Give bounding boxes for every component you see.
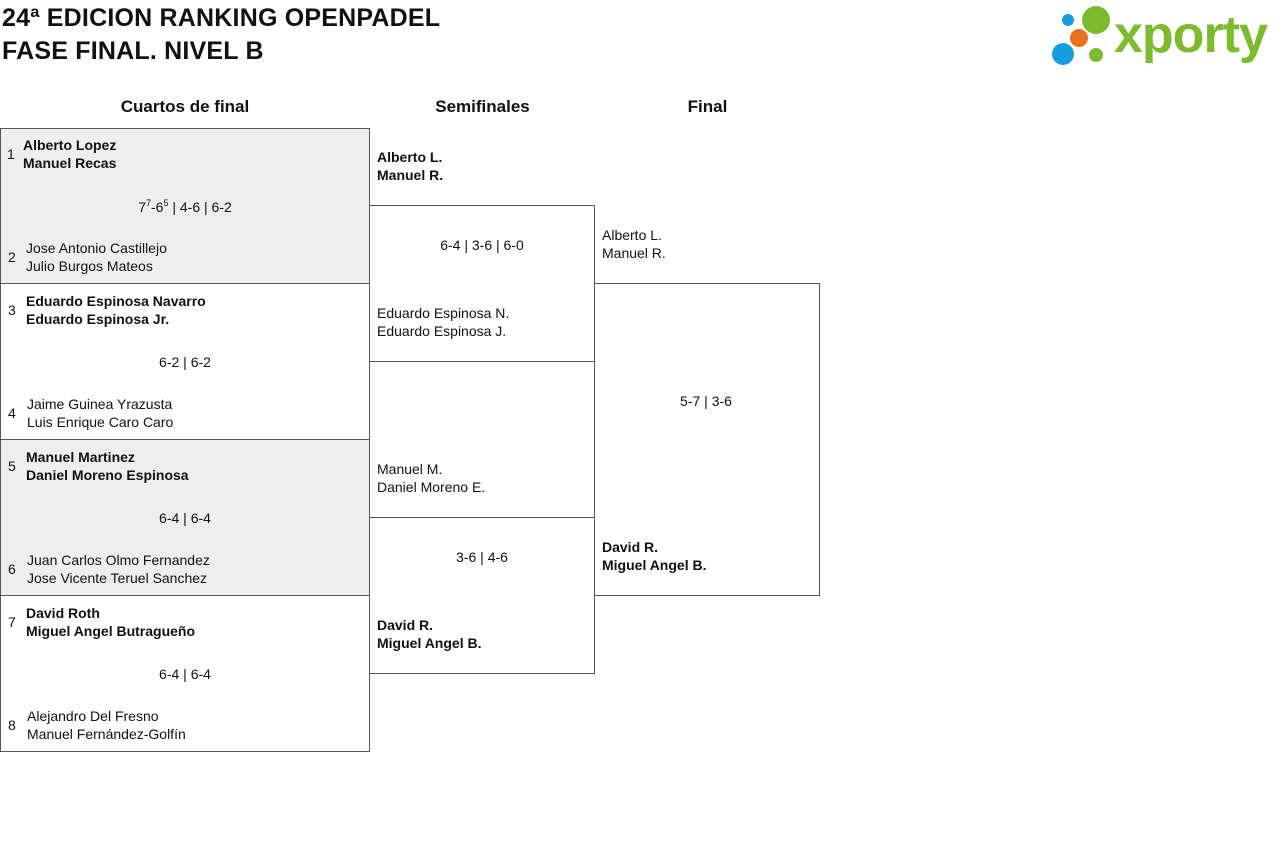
player-name: Jose Antonio Castillejo — [26, 240, 167, 256]
player-name: Julio Burgos Mateos — [26, 258, 153, 274]
logo-dot-green-small — [1089, 48, 1103, 62]
seed-number: 2 — [8, 249, 16, 265]
seed-number: 1 — [7, 146, 15, 162]
player-name: David R. — [377, 617, 434, 633]
xporty-logo: xporty — [1050, 4, 1276, 66]
match-score: 77-65 | 4-6 | 6-2 — [0, 198, 370, 216]
team-winner: David R. Miguel Angel B. — [602, 538, 706, 574]
player-name: David R. — [602, 539, 659, 555]
player-name: Daniel Moreno Espinosa — [26, 467, 189, 483]
player-name: Manuel Fernández-Golfín — [27, 726, 186, 742]
player-name: Miguel Angel B. — [377, 635, 482, 651]
player-name: Miguel Angel Butragueño — [26, 623, 196, 639]
team-loser: Alejandro Del Fresno Manuel Fernández-Go… — [27, 707, 186, 743]
player-name: Alberto L. — [377, 149, 443, 165]
player-name: Eduardo Espinosa Navarro — [26, 293, 206, 309]
seed-number: 4 — [8, 405, 16, 421]
match-score: 6-2 | 6-2 — [159, 354, 211, 370]
player-name: Daniel Moreno E. — [377, 479, 486, 495]
player-name: Jose Vicente Teruel Sanchez — [27, 570, 208, 586]
page-subtitle: FASE FINAL. NIVEL B — [2, 37, 264, 65]
quarterfinal-match-1 — [0, 128, 370, 284]
player-name: Manuel Martinez — [26, 449, 135, 465]
match-score: 6-4 | 3-6 | 6-0 — [440, 237, 524, 253]
round-header-final: Final — [687, 97, 728, 116]
logo-dot-green — [1082, 6, 1110, 34]
logo-dot-orange — [1070, 29, 1088, 47]
seed-number: 5 — [8, 458, 16, 474]
player-name: Alberto Lopez — [23, 137, 117, 153]
team-loser: Alberto L. Manuel R. — [602, 226, 666, 262]
player-name: Eduardo Espinosa J. — [377, 323, 507, 339]
team-loser: Eduardo Espinosa N. Eduardo Espinosa J. — [377, 304, 509, 340]
team-winner: Alberto Lopez Manuel Recas — [23, 136, 116, 172]
logo-dot-blue-small — [1062, 14, 1074, 26]
team-loser: Manuel M. Daniel Moreno E. — [377, 460, 485, 496]
score-game: 7 — [138, 199, 146, 215]
match-score: 6-4 | 6-4 — [159, 666, 211, 682]
player-name: Manuel R. — [377, 167, 444, 183]
team-winner: Manuel Martinez Daniel Moreno Espinosa — [26, 448, 189, 484]
team-winner: David Roth Miguel Angel Butragueño — [26, 604, 195, 640]
player-name: David Roth — [26, 605, 100, 621]
team-loser: Juan Carlos Olmo Fernandez Jose Vicente … — [27, 551, 210, 587]
seed-number: 6 — [8, 561, 16, 577]
player-name: Manuel M. — [377, 461, 443, 477]
player-name: Luis Enrique Caro Caro — [27, 414, 174, 430]
team-winner: Eduardo Espinosa Navarro Eduardo Espinos… — [26, 292, 206, 328]
final-match — [594, 283, 820, 596]
player-name: Alejandro Del Fresno — [27, 708, 159, 724]
match-score: 6-4 | 6-4 — [159, 510, 211, 526]
score-game: -6 — [151, 199, 164, 215]
seed-number: 8 — [8, 717, 16, 733]
round-header-quarterfinals: Cuartos de final — [120, 97, 250, 116]
team-winner: David R. Miguel Angel B. — [377, 616, 481, 652]
page-title: 24ª EDICION RANKING OPENPADEL — [2, 4, 441, 32]
tiebreak-score: 7 — [146, 198, 152, 208]
team-loser: Jose Antonio Castillejo Julio Burgos Mat… — [26, 239, 167, 275]
match-score: 3-6 | 4-6 — [456, 549, 508, 565]
seed-number: 7 — [8, 614, 16, 630]
match-score: 5-7 | 3-6 — [680, 393, 732, 409]
tiebreak-score: 5 — [163, 198, 169, 208]
team-winner: Alberto L. Manuel R. — [377, 148, 443, 184]
player-name: Eduardo Espinosa N. — [377, 305, 510, 321]
score-rest: | 4-6 | 6-2 — [168, 199, 232, 215]
logo-dot-blue — [1052, 43, 1074, 65]
team-loser: Jaime Guinea Yrazusta Luis Enrique Caro … — [27, 395, 173, 431]
logo-text: xporty — [1114, 6, 1268, 64]
player-name: Jaime Guinea Yrazusta — [27, 396, 173, 412]
player-name: Alberto L. — [602, 227, 662, 243]
player-name: Manuel Recas — [23, 155, 117, 171]
player-name: Eduardo Espinosa Jr. — [26, 311, 170, 327]
seed-number: 3 — [8, 302, 16, 318]
round-header-semifinals: Semifinales — [435, 97, 530, 116]
player-name: Juan Carlos Olmo Fernandez — [27, 552, 210, 568]
player-name: Manuel R. — [602, 245, 666, 261]
player-name: Miguel Angel B. — [602, 557, 707, 573]
